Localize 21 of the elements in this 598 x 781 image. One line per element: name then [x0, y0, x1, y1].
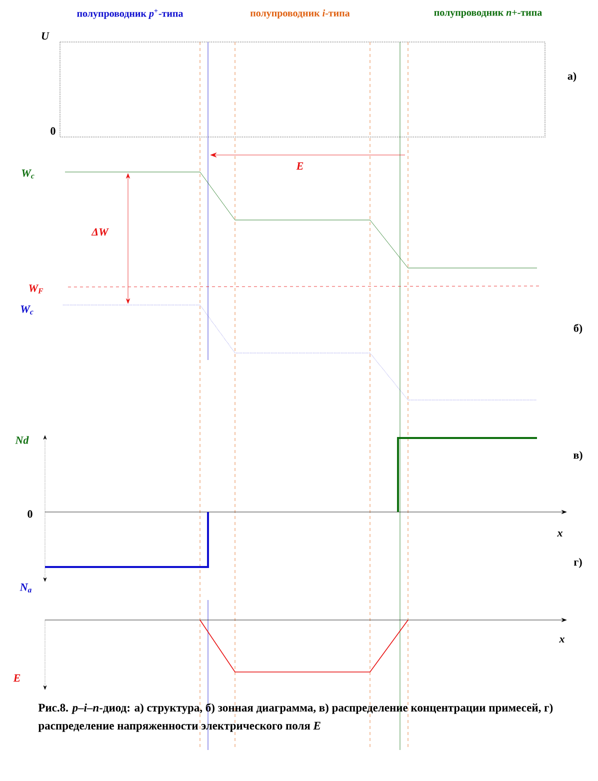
panel-letter: а)	[568, 72, 576, 82]
gap-label: ΔW	[91, 228, 109, 236]
region-heading: полупроводник p$^{+}$-типа	[77, 9, 184, 19]
axis-label: N$_{a}$	[20, 584, 32, 592]
field-label: E	[296, 162, 304, 170]
axis-label: E	[13, 674, 20, 682]
region-heading: полупроводник i-типа	[250, 9, 350, 19]
band-label: W$_{c}$	[20, 306, 34, 314]
axis-label: 0	[28, 510, 32, 518]
axis-label: U	[42, 32, 50, 40]
axis-label: Nd	[15, 436, 29, 444]
axis-label: x	[557, 531, 562, 537]
band-label: W$_{c}$	[22, 170, 34, 178]
region-heading: полупроводник n+-типа	[434, 10, 542, 18]
axis-label: x	[559, 637, 564, 643]
band-label: W$_{F}$	[29, 284, 44, 294]
figure-caption: Рис.8. p–i–n-диод: а) структура, б) зонная диаграмма, в) распределение концентрации примесей, г) распределение напряженности электрического поля E	[38, 703, 553, 732]
axis-label: 0	[50, 127, 56, 135]
panel-letter: б)	[574, 324, 582, 334]
panel-letter: в)	[573, 451, 582, 461]
panel-letter: г)	[574, 558, 582, 568]
